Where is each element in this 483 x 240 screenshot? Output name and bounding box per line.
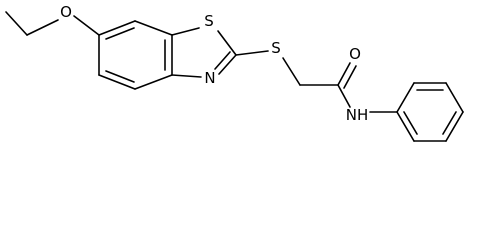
bond-ph-4 (445, 111, 464, 142)
bond-c3a-c4 (134, 74, 173, 90)
double-bond-ph-c (403, 111, 418, 135)
carbonyl-oxygen-label: O (349, 45, 361, 63)
bond-c2-n3 (218, 54, 237, 75)
thiazole-ring (171, 27, 237, 78)
amide-nitrogen-label: NH (346, 106, 369, 124)
double-bond-ph-b (442, 111, 457, 135)
bond-ch2-o (26, 19, 59, 36)
side-chain (235, 50, 398, 113)
bond-n3-c3a (171, 74, 202, 78)
ring-nitrogen-label: N (204, 69, 215, 87)
bond-c6-c7 (98, 20, 136, 36)
bond-ph-3 (445, 82, 464, 113)
bond-ch3-ch2 (5, 11, 28, 36)
bond-co-nh (337, 84, 351, 108)
phenyl-ring (396, 82, 464, 142)
ether-oxygen-label: O (60, 3, 72, 21)
double-bond-c6-c7 (105, 27, 135, 40)
bond-s-ch2 (282, 57, 301, 86)
bond-c7-c7a (134, 20, 173, 36)
bond-c2-s (235, 50, 269, 56)
thioether-sulfur-label: S (271, 39, 281, 57)
bond-c-o-double-2 (343, 65, 357, 89)
ethoxy-group (5, 11, 100, 36)
bond-o-ring (73, 15, 100, 36)
bond-ph-1 (396, 82, 415, 113)
benzene-ring-fused (98, 20, 173, 90)
double-bond-c4-c5 (105, 70, 135, 83)
bond-c4-c5 (98, 74, 136, 90)
molecule-diagram: O S N S O NH (5, 3, 464, 142)
bond-c7a-s1 (171, 27, 200, 36)
bond-s1-c2 (217, 30, 237, 56)
double-bond-c2-n3 (214, 51, 231, 70)
ring-sulfur-label: S (204, 12, 214, 30)
bond-ph-6 (396, 111, 415, 142)
bond-c-o-double-1 (337, 62, 351, 86)
